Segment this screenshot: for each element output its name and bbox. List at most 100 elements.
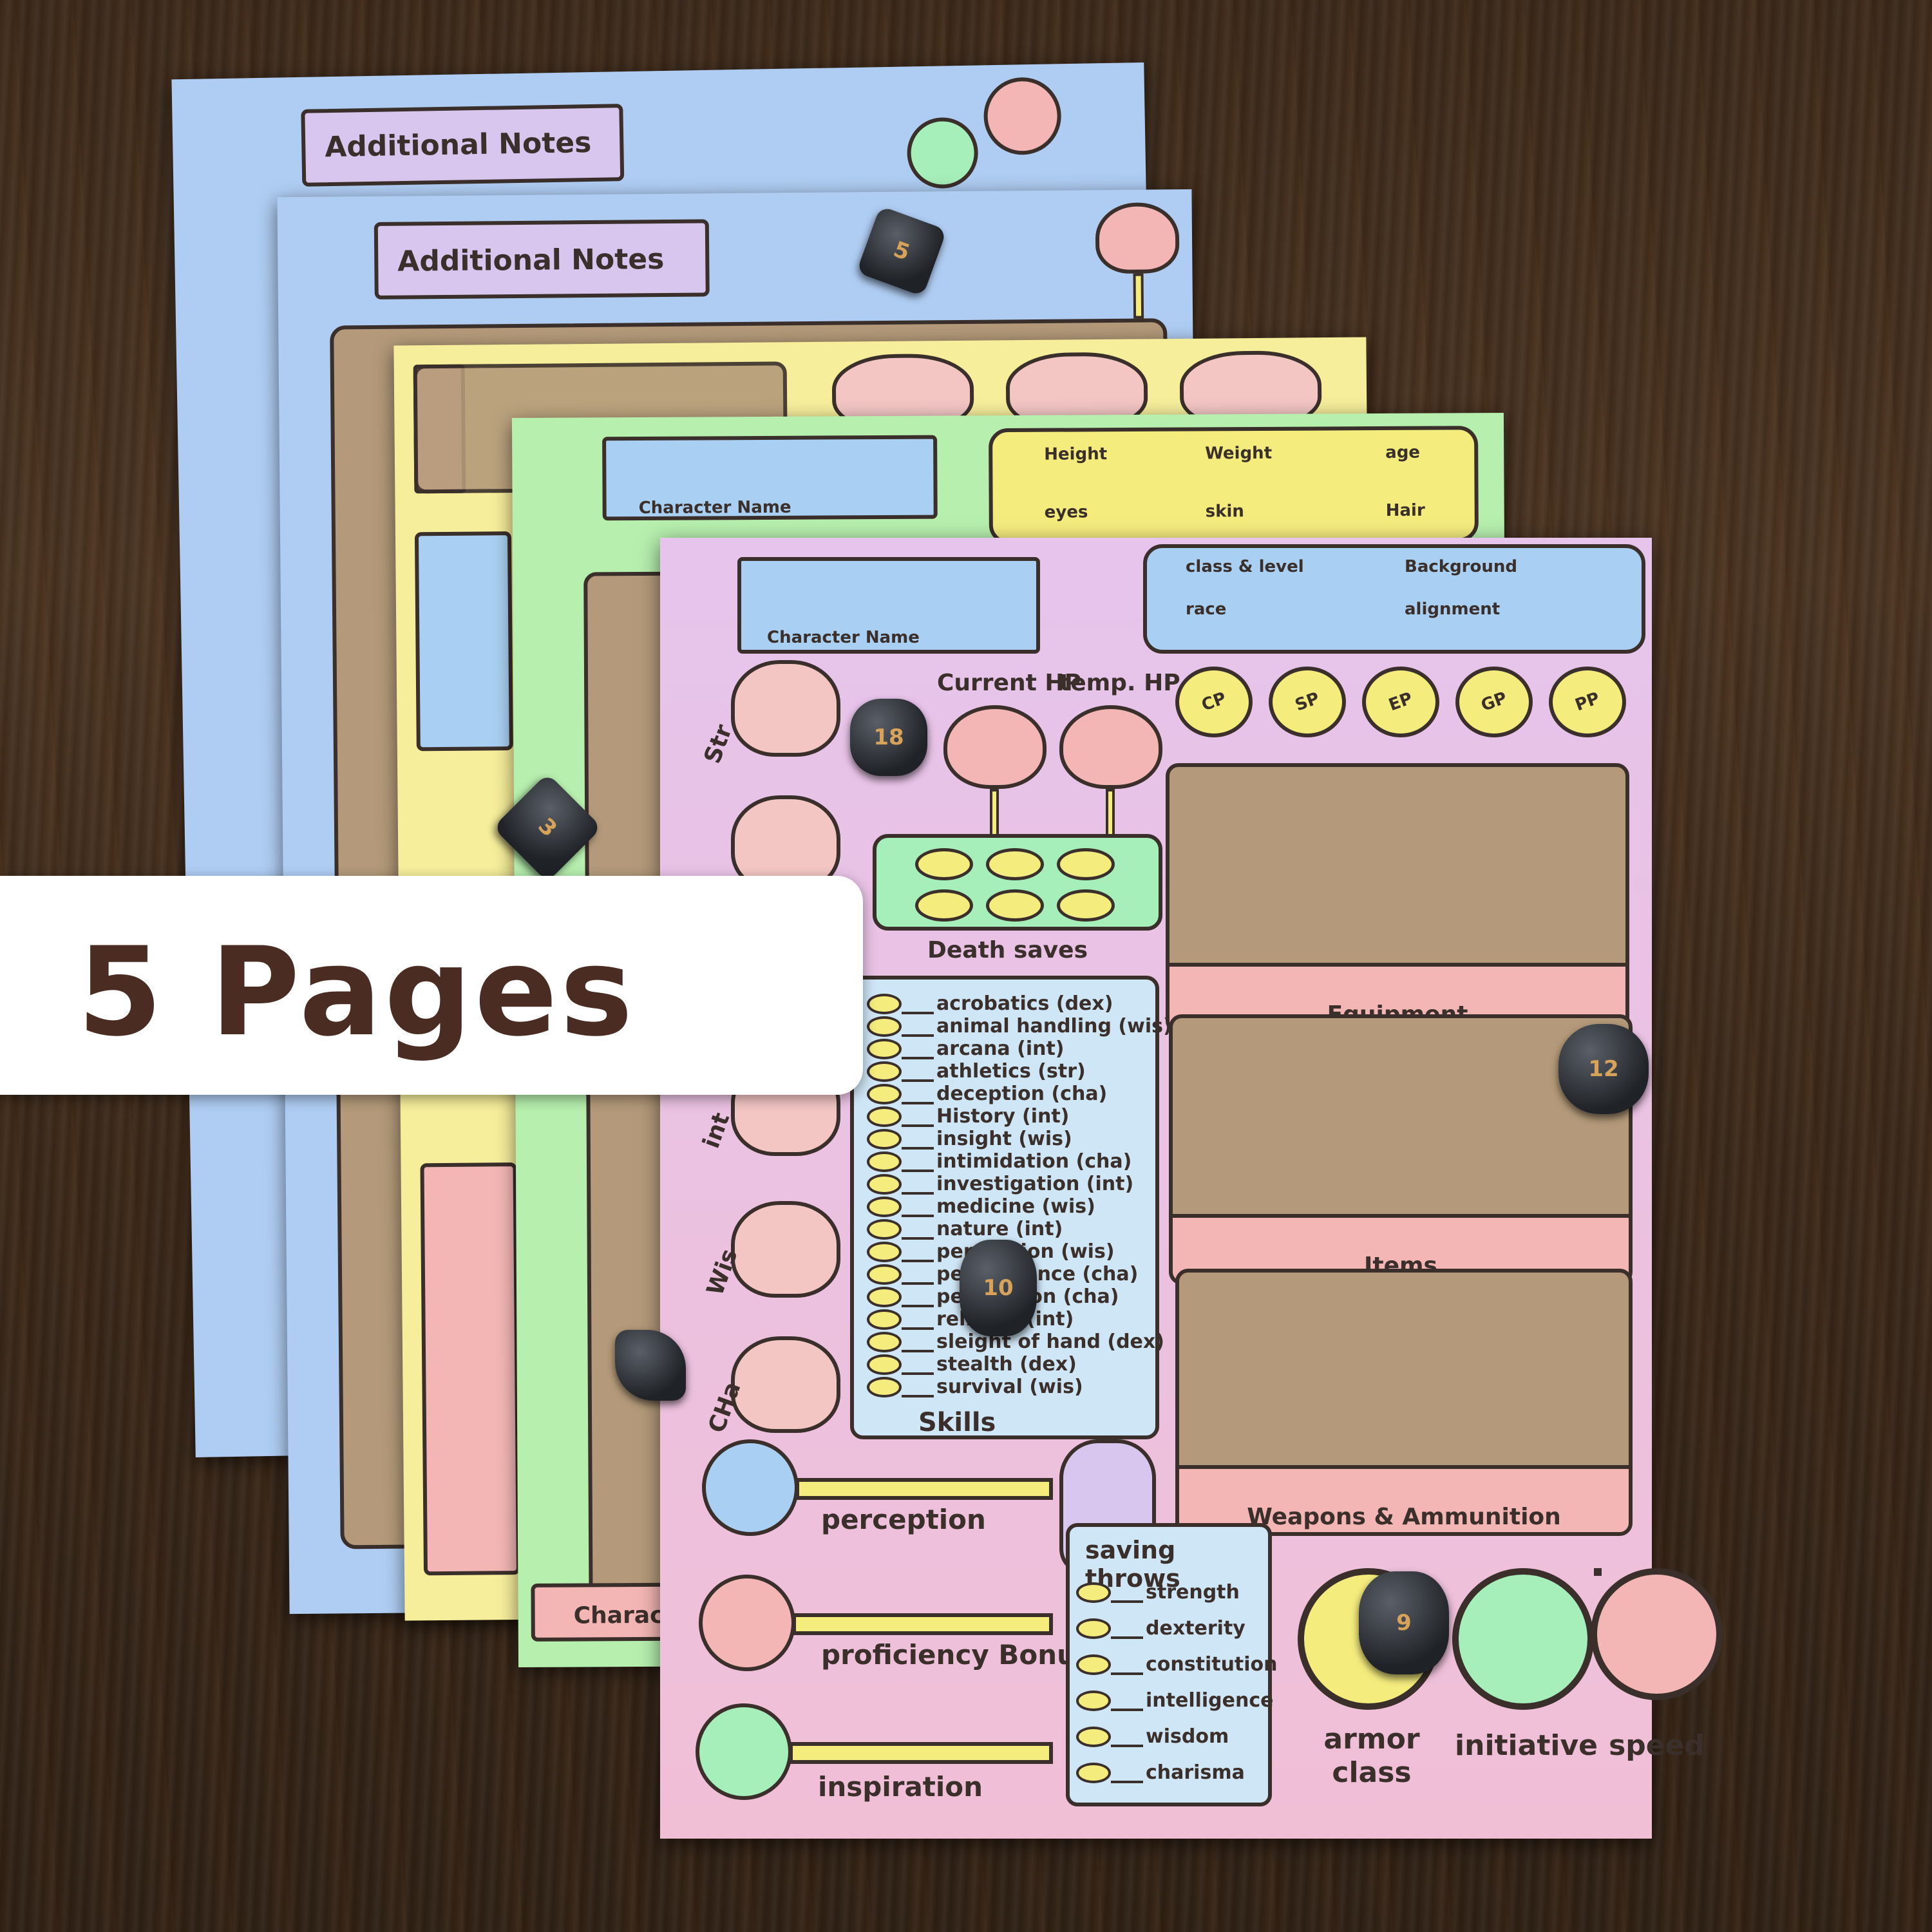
skill-bonus-line [902,1350,934,1352]
skill-bonus-line [902,1260,934,1262]
skill-label: survival (wis) [936,1376,1083,1398]
skill-row[interactable]: investigation (int) [867,1173,1163,1196]
skill-proficiency-oval[interactable] [867,1106,902,1127]
heart-stick [990,789,999,840]
skill-proficiency-oval[interactable] [867,1242,902,1262]
current-hp-heart[interactable] [943,705,1046,789]
skill-label: nature (int) [936,1218,1063,1240]
skills-panel: acrobatics (dex)animal handling (wis)arc… [850,976,1172,1439]
speed-tart-visible[interactable] [1591,1568,1723,1700]
proficiency-lollipop[interactable] [699,1575,795,1671]
saving-throw-row[interactable]: strength [1076,1581,1269,1604]
die-d10-percentile[interactable]: 9 [1359,1571,1449,1674]
skill-row[interactable]: History (int) [867,1105,1163,1128]
skill-row[interactable]: insight (wis) [867,1128,1163,1151]
skill-proficiency-oval[interactable] [867,1219,902,1240]
death-save-oval[interactable] [915,889,973,922]
ability-score-wis[interactable] [731,1201,840,1298]
skill-label: sleight of hand (dex) [936,1331,1164,1353]
skill-row[interactable]: sleight of hand (dex) [867,1331,1164,1354]
skill-proficiency-oval[interactable] [867,994,902,1014]
details-candy: Height Weight age eyes skin Hair [989,426,1479,545]
skill-row[interactable]: acrobatics (dex) [867,992,1163,1016]
skill-row[interactable]: arcana (int) [867,1037,1163,1061]
skill-proficiency-oval[interactable] [867,1061,902,1082]
skill-row[interactable]: medicine (wis) [867,1195,1163,1218]
character-name-label: Character Name [767,628,920,647]
title-text: Additional Notes [324,126,592,164]
saving-throw-label: charisma [1146,1761,1245,1784]
coin-gp[interactable]: GP [1455,667,1533,737]
skill-proficiency-oval[interactable] [867,1197,902,1217]
heart-stick [1106,789,1115,840]
skill-label: insight (wis) [936,1128,1072,1150]
coin-pp[interactable]: PP [1549,667,1626,737]
skill-proficiency-oval[interactable] [867,1354,902,1375]
death-save-oval[interactable] [1057,848,1115,880]
saving-throw-label: wisdom [1146,1725,1229,1748]
skill-bonus-line [902,1282,934,1285]
saving-throw-row[interactable]: charisma [1076,1761,1269,1785]
death-save-oval[interactable] [915,848,973,880]
saving-throw-oval[interactable] [1076,1763,1111,1783]
speed-label: speed [1609,1729,1705,1762]
skill-proficiency-oval[interactable] [867,1039,902,1059]
saving-throw-oval[interactable] [1076,1654,1111,1675]
temp-hp-heart[interactable] [1059,705,1162,789]
skill-proficiency-oval[interactable] [867,1016,902,1037]
death-save-oval[interactable] [986,848,1044,880]
saving-throws-panel: saving throws strength dexterity constitut… [1066,1523,1278,1806]
coin-cp[interactable]: CP [1175,667,1253,737]
inspiration-lollipop[interactable] [696,1703,792,1800]
initiative-tart[interactable] [1452,1568,1594,1710]
skill-row[interactable]: survival (wis) [867,1376,1163,1399]
die-d10[interactable]: 10 [960,1240,1037,1336]
equipment-box[interactable] [1166,763,1629,976]
skill-row[interactable]: nature (int) [867,1218,1163,1241]
saving-throw-row[interactable]: wisdom [1076,1725,1269,1748]
saving-throw-oval[interactable] [1076,1727,1111,1747]
skill-bonus-line [902,1305,934,1307]
ability-score-cha[interactable] [731,1336,840,1433]
die-d12[interactable]: 12 [1558,1024,1649,1114]
skill-row[interactable]: stealth (dex) [867,1353,1163,1376]
die-d4[interactable] [615,1330,686,1401]
saving-throw-row[interactable]: intelligence [1076,1689,1274,1712]
saving-throw-row[interactable]: constitution [1076,1653,1278,1676]
coin-sp[interactable]: SP [1269,667,1346,737]
temp-hp-label: temp. HP [1059,670,1180,696]
skill-label: intimidation (cha) [936,1150,1132,1173]
lollipop-cluster-icon [906,77,1075,209]
death-saves-candy [873,834,1162,931]
die-d20[interactable]: 18 [850,699,927,776]
skill-proficiency-oval[interactable] [867,1174,902,1195]
skill-row[interactable]: animal handling (wis) [867,1015,1172,1038]
death-save-oval[interactable] [1057,889,1115,922]
perception-lollipop[interactable] [702,1439,799,1536]
skill-proficiency-oval[interactable] [867,1084,902,1104]
class-details-candy: class & level Background race alignment [1143,544,1645,654]
saving-throws-title: saving throws [1085,1536,1180,1593]
skill-proficiency-oval[interactable] [867,1377,902,1397]
saving-throw-row[interactable]: dexterity [1076,1617,1269,1640]
skill-proficiency-oval[interactable] [867,1309,902,1330]
skill-proficiency-oval[interactable] [867,1129,902,1150]
skill-proficiency-oval[interactable] [867,1287,902,1307]
perception-stick [795,1478,1053,1500]
skill-proficiency-oval[interactable] [867,1332,902,1352]
coin-ep[interactable]: EP [1362,667,1439,737]
skill-proficiency-oval[interactable] [867,1264,902,1285]
weapons-box[interactable] [1175,1269,1633,1481]
skill-row[interactable]: deception (cha) [867,1083,1163,1106]
skill-proficiency-oval[interactable] [867,1151,902,1172]
saving-throw-oval[interactable] [1076,1582,1111,1603]
skill-row[interactable]: athletics (str) [867,1060,1163,1083]
speed-tart[interactable] [1594,1568,1602,1576]
skill-row[interactable]: intimidation (cha) [867,1150,1163,1173]
skill-bonus-line [902,1034,934,1037]
saving-throw-oval[interactable] [1076,1618,1111,1639]
saving-throw-oval[interactable] [1076,1690,1111,1711]
death-save-oval[interactable] [986,889,1044,922]
ability-score-str[interactable] [731,660,840,757]
skill-bonus-line [902,1327,934,1330]
